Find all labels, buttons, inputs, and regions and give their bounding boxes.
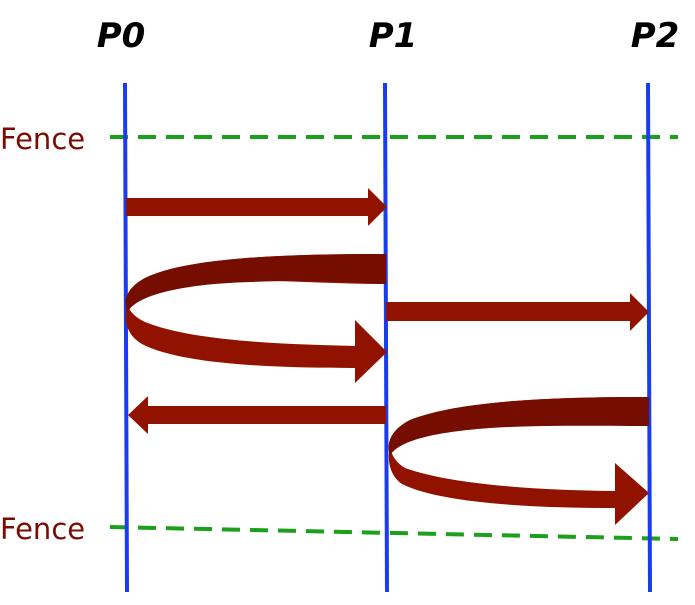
- message-arrow-p1-to-p2: [386, 293, 649, 331]
- message-loop-arrow-p1-via-p0: [125, 254, 387, 383]
- process-line-p0: [123, 82, 129, 593]
- message-arrow-p1-to-p0: [128, 396, 386, 434]
- process-label-p1: P1: [369, 16, 418, 56]
- process-line-p2: [646, 82, 652, 593]
- fence-label-top: Fence: [0, 122, 85, 156]
- message-arrow-p0-to-p1: [126, 188, 387, 226]
- fence-label-bottom: Fence: [0, 512, 85, 546]
- process-label-p2: P2: [631, 16, 680, 56]
- fence-line-bottom: [109, 525, 679, 541]
- message-loop-arrow-p2-via-p1: [388, 397, 649, 525]
- process-line-p1: [383, 82, 389, 593]
- process-label-p0: P0: [97, 16, 146, 56]
